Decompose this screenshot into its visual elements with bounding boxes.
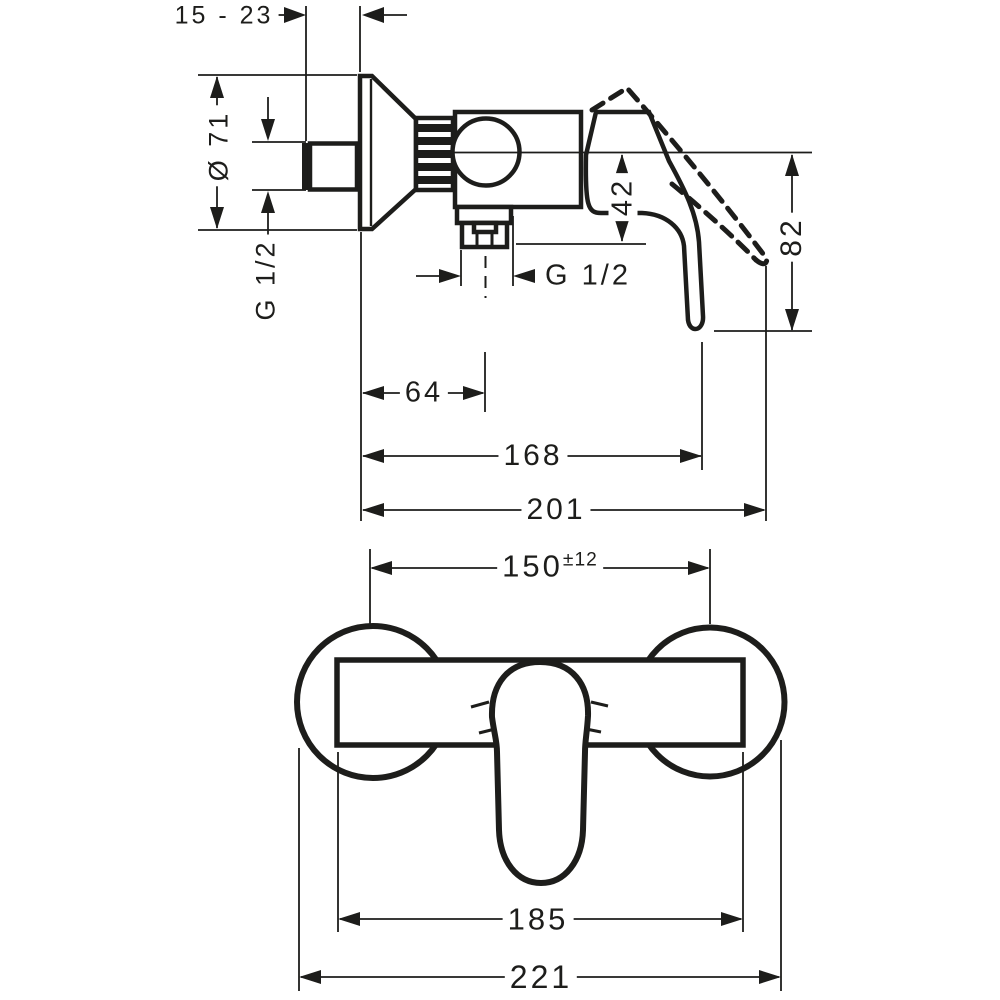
dim-outlet-thread xyxy=(416,216,535,286)
wall-connector-flange xyxy=(302,143,311,190)
lever-joint-ticks xyxy=(470,700,609,735)
dim-wall-thread-label: G 1/2 xyxy=(251,234,281,326)
dim-handle-span-label: 82 xyxy=(775,212,808,262)
mixer-side-outline xyxy=(302,73,812,332)
outlet-nipple xyxy=(454,204,514,250)
connection-centers-tolerance: ±12 xyxy=(562,549,598,571)
dim-escutcheon-diameter-label: Ø 71 xyxy=(204,105,234,187)
wall-connector xyxy=(307,141,360,192)
dim-body-width-label: 185 xyxy=(502,903,574,935)
dim-wall-thread xyxy=(252,97,306,236)
dim-connection-centers-label: 150±12 xyxy=(497,548,603,584)
mixer-front-outline xyxy=(294,623,788,887)
dim-total-depth-label: 201 xyxy=(521,495,591,525)
dim-body-width xyxy=(337,752,744,932)
lever-handle-front xyxy=(488,658,592,887)
dim-wall-to-outlet-label: 64 xyxy=(399,378,449,408)
mounting-nut xyxy=(413,115,456,193)
dim-outlet-drop-label: 42 xyxy=(607,172,639,222)
dim-wall-to-outlet xyxy=(360,232,486,521)
dim-handle-tip-depth-label: 168 xyxy=(498,441,568,471)
dim-overall-width-label: 221 xyxy=(504,961,578,993)
dim-depth-range-label: 15 - 23 xyxy=(169,3,279,29)
dim-outlet-thread-label: G 1/2 xyxy=(540,261,636,291)
escutcheon xyxy=(357,73,419,232)
dim-overall-width xyxy=(298,740,782,991)
dim-depth-range xyxy=(271,6,407,141)
lever-handle-side xyxy=(583,109,706,332)
connection-centers-value: 150 xyxy=(502,548,563,584)
lever-handle-open-dashed xyxy=(589,84,770,267)
